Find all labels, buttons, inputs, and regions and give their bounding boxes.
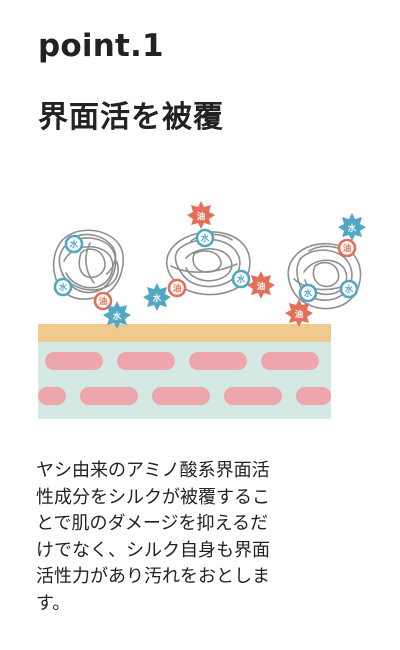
cell-shape xyxy=(224,387,282,405)
point-label: point.1 xyxy=(38,28,164,64)
cell-shape xyxy=(117,352,175,370)
surface-layer xyxy=(38,324,331,342)
water-burst-icon: 水 xyxy=(103,301,131,329)
svg-text:水: 水 xyxy=(347,223,357,234)
svg-text:油: 油 xyxy=(343,243,352,254)
svg-text:水: 水 xyxy=(236,274,246,285)
silk-cluster-middle xyxy=(165,231,251,296)
water-icon: 水 xyxy=(339,279,359,299)
water-icon: 水 xyxy=(195,228,215,248)
water-burst-icon: 水 xyxy=(143,283,171,311)
oil-icon: 油 xyxy=(167,278,187,298)
cell-shape xyxy=(296,387,331,405)
water-icon: 水 xyxy=(64,234,84,254)
water-burst-icon: 水 xyxy=(338,213,366,241)
cell-shape xyxy=(80,387,138,405)
cell-shape xyxy=(261,352,319,370)
body-copy: ヤシ由来のアミノ酸系界面活 性成分をシルクが被覆するこ とで肌のダメージを抑える… xyxy=(36,460,270,614)
svg-text:油: 油 xyxy=(197,211,206,222)
page-title: 界面活を被覆 xyxy=(38,100,224,135)
silk-coating-illustration: 水 水 油 水 油 水 水 油 水 油 水 油 xyxy=(38,201,366,419)
svg-text:水: 水 xyxy=(344,284,354,295)
oil-icon: 油 xyxy=(337,238,357,258)
svg-text:油: 油 xyxy=(99,296,108,307)
cell-shape xyxy=(45,352,103,370)
svg-text:油: 油 xyxy=(295,309,304,320)
water-icon: 水 xyxy=(231,269,251,289)
svg-text:水: 水 xyxy=(200,233,210,244)
water-icon: 水 xyxy=(298,283,318,303)
svg-text:水: 水 xyxy=(69,239,79,250)
water-icon: 水 xyxy=(53,277,73,297)
svg-text:油: 油 xyxy=(173,283,182,294)
cell-shape xyxy=(38,387,66,405)
skin-layer-illustration xyxy=(38,324,331,419)
svg-text:水: 水 xyxy=(58,282,68,293)
svg-text:油: 油 xyxy=(257,281,266,292)
cell-shape xyxy=(152,387,210,405)
oil-burst-icon: 油 xyxy=(285,299,313,327)
svg-text:水: 水 xyxy=(152,293,162,304)
cell-shape xyxy=(189,352,247,370)
oil-burst-icon: 油 xyxy=(187,201,215,229)
oil-burst-icon: 油 xyxy=(247,271,275,299)
svg-text:水: 水 xyxy=(112,311,122,322)
svg-text:水: 水 xyxy=(303,288,313,299)
